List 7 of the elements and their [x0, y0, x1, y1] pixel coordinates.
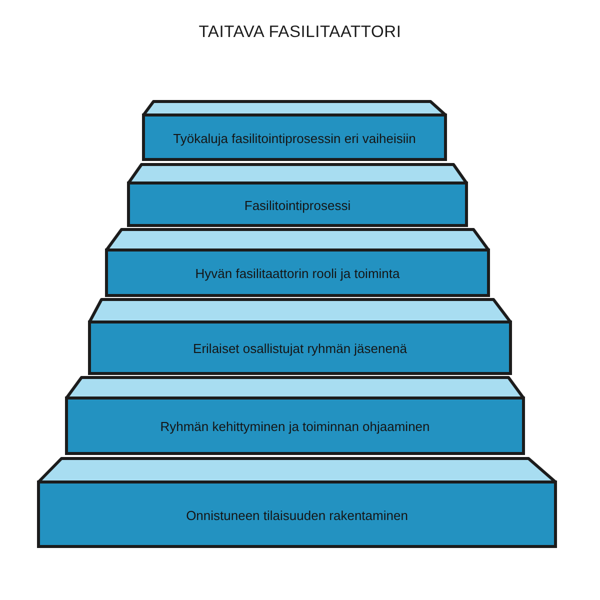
- step-label: Hyvän fasilitaattorin rooli ja toiminta: [195, 266, 400, 281]
- step-label: Työkaluja fasilitointiprosessin eri vaiheisiin: [173, 130, 416, 146]
- step-label: Fasilitointiprosessi: [244, 198, 351, 212]
- step-label: Erilaiset osallistujat ryhmän jäsenenä: [193, 341, 407, 356]
- diagram-title: TAITAVA FASILITAATTORI: [198, 23, 402, 41]
- step-label: Onnistuneen tilaisuuden rakentaminen: [186, 508, 408, 522]
- step-label: Ryhmän kehittyminen ja toiminnan ohjaaminen: [160, 419, 430, 434]
